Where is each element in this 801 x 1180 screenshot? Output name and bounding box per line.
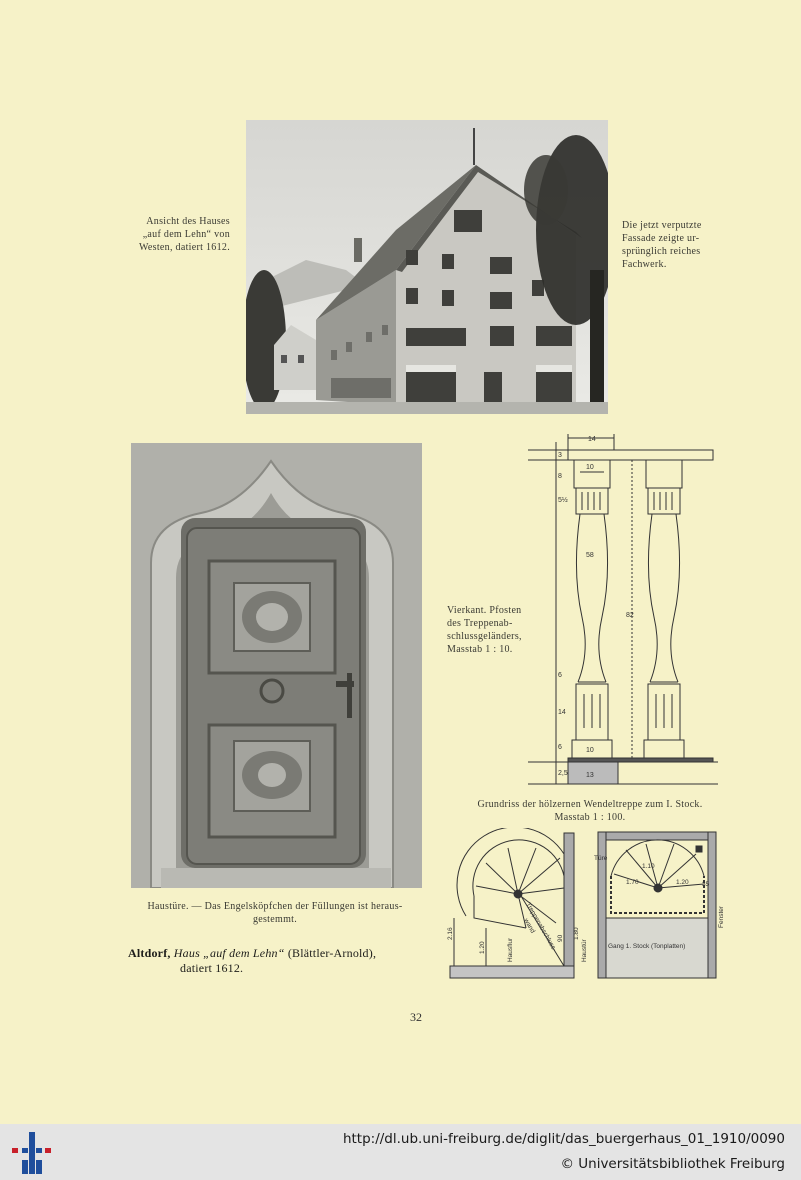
photo-front-door [131,443,422,888]
caption-line: Vierkant. Pfosten [447,605,522,616]
title-date: datiert 1612. [180,961,244,975]
dim-label: 6 [558,744,562,751]
title-line-2: datiert 1612. [128,961,376,976]
footer-bar: http://dl.ub.uni-freiburg.de/diglit/das_… [0,1124,801,1180]
caption-line: Westen, datiert 1612. [138,242,230,253]
plan-label: Gang 1. Stock (Tonplatten) [608,943,685,950]
page-number: 32 [410,1010,422,1024]
dim-label: 58 [586,552,594,559]
dim-label: 10 [586,747,594,754]
page-title: Altdorf, Haus „auf dem Lehn“ (Blättler-A… [128,946,376,976]
plan-label: 1.70 [626,879,639,886]
dim-label: 14 [558,709,566,716]
plan-label: 2.16 [447,927,454,940]
copyright-text: © Universitätsbibliothek Freiburg [560,1156,785,1172]
dim-label: 10 [586,464,594,471]
photo-house-exterior [246,120,608,414]
caption-line: gestemmt. [252,914,298,925]
caption-house-view: Ansicht des Hauses „auf dem Lehn“ von We… [128,215,230,254]
plan-label: Hausflur [507,937,514,962]
caption-door: Haustüre. — Das Engelsköpfchen der Füllu… [126,900,424,926]
plan-label: 1.10 [642,863,655,870]
source-url-link[interactable]: http://dl.ub.uni-freiburg.de/diglit/das_… [342,1131,785,1147]
library-logo-icon [12,1132,51,1174]
dim-label: 14 [588,436,596,443]
title-place: Altdorf, [128,946,171,960]
dim-label: 13 [586,772,594,779]
caption-plan: Grundriss der hölzernen Wendeltreppe zum… [440,798,740,824]
dim-label: 82 [626,612,634,619]
caption-facade: Die jetzt verputzte Fassade zeigte ur- s… [622,219,732,271]
caption-line: Fassade zeigte ur- [622,233,700,244]
caption-line: Ansicht des Hauses [146,216,230,227]
caption-line: schlussgeländers, [447,631,522,642]
caption-line: Haustüre. — Das Engelsköpfchen der Füllu… [147,901,403,912]
caption-line: Fachwerk. [622,259,667,270]
caption-line: „auf dem Lehn“ von [142,229,230,240]
dim-label: 6 [558,672,562,679]
title-house: Haus „auf dem Lehn“ [173,946,285,960]
scanned-page: Ansicht des Hauses „auf dem Lehn“ von We… [126,120,740,1024]
plan-label: 1.80 [573,927,580,940]
drawing-newel-post: 14 3 8 5½ 10 58 82 6 14 6 10 2,5 13 [528,434,718,785]
caption-line: sprünglich reiches [622,246,701,257]
dim-label: 2,5 [558,770,568,777]
caption-line: Masstab 1 : 10. [447,644,513,655]
caption-line: Die jetzt verputzte [622,220,702,231]
title-line-1: Altdorf, Haus „auf dem Lehn“ (Blättler-A… [128,946,376,961]
house-photo-illustration [246,120,608,414]
title-owner: (Blättler-Arnold), [287,946,377,960]
drawing-stair-plan: Treppenabschluss- wand Hausflur 2.16 1.2… [447,828,725,979]
caption-post: Vierkant. Pfosten des Treppenab- schluss… [447,604,533,656]
caption-line: Masstab 1 : 100. [554,812,626,823]
caption-line: Grundriss der hölzernen Wendeltreppe zum… [477,799,703,810]
plan-label: Fenster [718,905,725,928]
dim-label: 5½ [558,496,568,504]
plan-label: 1.20 [479,941,486,954]
plan-label: 35 [702,881,710,888]
caption-line: des Treppenab- [447,618,513,629]
plan-label: 1.20 [676,879,689,886]
dim-label: 3 [558,452,562,459]
dim-label: 8 [558,473,562,480]
plan-label: Türe [594,855,608,862]
plan-label: Haustür [581,938,588,962]
plan-label: 90 [557,934,564,942]
door-photo-illustration [131,443,422,888]
